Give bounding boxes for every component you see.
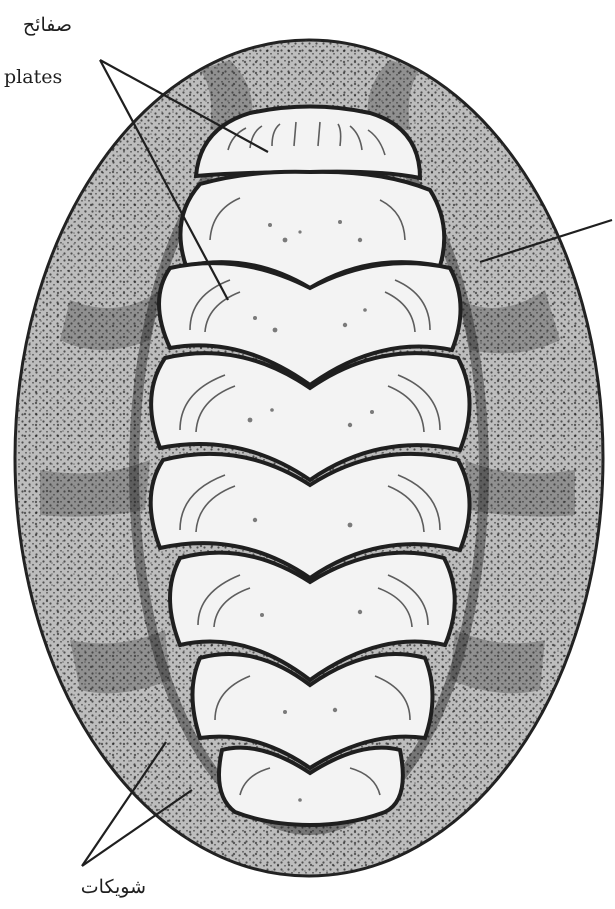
shell-plates bbox=[151, 107, 470, 826]
plates-label-english: plates bbox=[4, 66, 62, 88]
plates-label-arabic: صفائح bbox=[2, 14, 72, 36]
spicules-label-arabic: شويكات bbox=[6, 876, 146, 898]
